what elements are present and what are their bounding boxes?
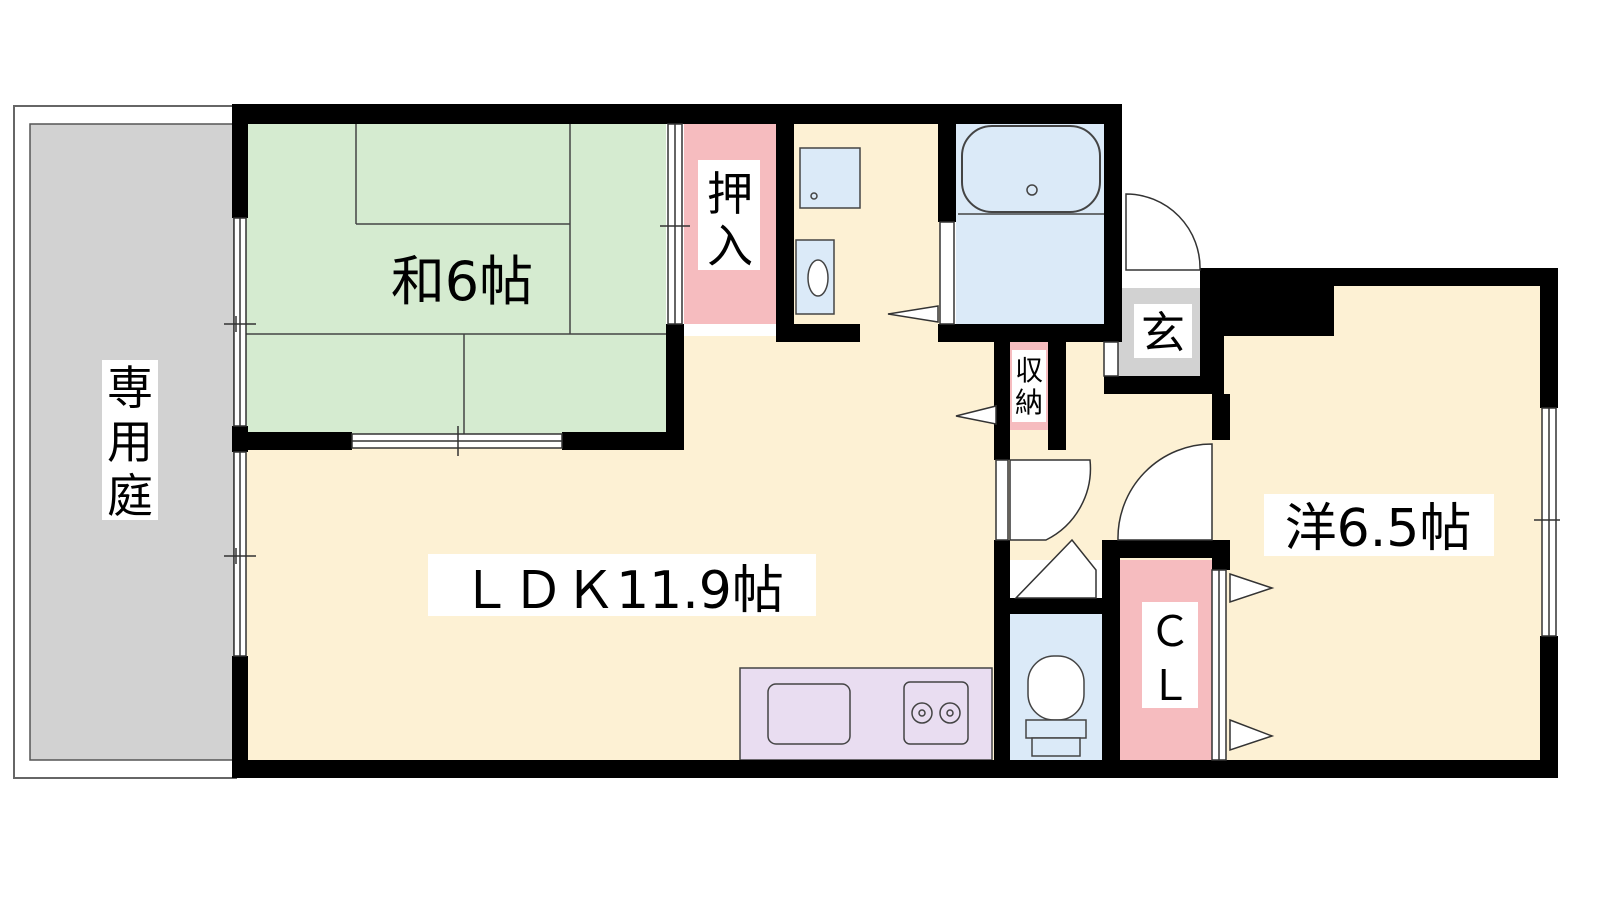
stove-icon — [903, 681, 969, 745]
doors — [887, 193, 1275, 752]
garden-area — [13, 105, 237, 779]
window-ticks — [224, 225, 1560, 564]
bathtub-icon — [961, 125, 1101, 213]
closet-label-c: Ｃ — [1149, 607, 1191, 656]
toilet-icon — [1027, 655, 1085, 721]
storage-label-2: 納 — [1015, 386, 1043, 419]
storage-label-1: 収 — [1015, 354, 1043, 387]
toilet-room — [1010, 612, 1102, 762]
ldk-label: ＬＤＫ11.9帖 — [460, 561, 784, 621]
garden-label-1: 専 — [107, 361, 153, 415]
washing-machine-icon — [799, 147, 861, 209]
room-labels: 和6帖 押 入 専 用 庭 ＬＤＫ11.9帖 収 納 玄 洋6.5帖 Ｃ Ｌ — [102, 160, 1494, 710]
walls — [232, 104, 1558, 778]
entrance-label: 玄 — [1141, 308, 1185, 359]
washitsu-label: 和6帖 — [391, 250, 533, 313]
garden-label-2: 用 — [107, 415, 153, 469]
washroom-fixtures — [795, 147, 861, 315]
sink-icon — [767, 683, 851, 745]
garden-label-3: 庭 — [107, 469, 153, 523]
closet-label-l: Ｌ — [1149, 661, 1191, 710]
bathroom — [956, 122, 1106, 326]
oshiire-label-2: 入 — [707, 219, 753, 273]
oshiire-label: 押 — [707, 167, 753, 221]
western-label: 洋6.5帖 — [1285, 499, 1472, 559]
tatami-room — [246, 124, 666, 434]
windows — [233, 123, 1557, 761]
kitchen-counter — [739, 667, 993, 761]
